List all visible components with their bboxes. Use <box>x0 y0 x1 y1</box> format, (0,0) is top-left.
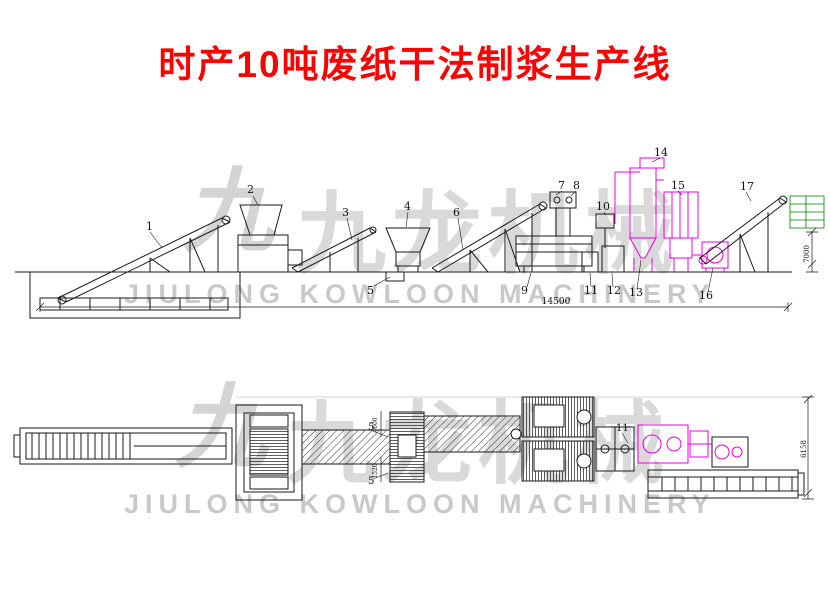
equip-label-5: 5 <box>367 284 374 297</box>
plan-output-conveyor <box>647 469 805 499</box>
equip-label-9: 9 <box>521 284 528 297</box>
equip-label-15: 15 <box>671 179 685 192</box>
plan-conveyor-a <box>301 429 391 465</box>
plan-twin-units <box>521 396 595 482</box>
plan-dim-width: 6158 <box>800 440 808 458</box>
equip-label-17: 17 <box>740 180 754 193</box>
plan-dimension-lines <box>380 394 814 500</box>
equip-label-14: 14 <box>654 146 668 159</box>
watermark-en-top: JIULONG KOWLOON MACHINERY <box>124 279 716 309</box>
plan-feed-conveyor <box>13 427 233 465</box>
equip-label-10: 10 <box>596 200 610 213</box>
inclined-conveyor-1 <box>57 215 231 305</box>
plan-conveyor-b <box>423 415 522 453</box>
equip-label-1: 1 <box>146 220 153 233</box>
watermark-cn-top: 九龙机械 <box>296 185 680 285</box>
plan-dim-a: 4600 <box>372 417 379 432</box>
equip-label-11: 11 <box>584 284 598 297</box>
plan-label-11: 11 <box>616 423 629 434</box>
plan-label-5a: 5 <box>368 422 374 433</box>
equip-label-12: 12 <box>607 284 621 297</box>
plan-shredder <box>235 404 303 501</box>
watermark-logo-top: 九 <box>182 161 275 263</box>
inclined-conveyor-6 <box>431 201 548 273</box>
dimension-lines <box>35 227 818 312</box>
equip-label-2: 2 <box>247 183 254 196</box>
watermark-en-bottom: JIULONG KOWLOON MACHINERY <box>124 489 716 519</box>
dim-total-length: 14500 <box>542 297 571 307</box>
side-elevation-view: 1 2 3 4 5 6 7 8 9 10 11 12 13 14 15 16 1… <box>15 146 825 319</box>
plan-label-5b: 5 <box>368 476 374 487</box>
leader-lines <box>149 157 752 293</box>
plan-screen-machine <box>389 411 425 483</box>
equip-label-7: 7 <box>558 179 565 192</box>
magnetic-separator-7-8 <box>549 191 577 236</box>
spec-table <box>789 195 825 229</box>
shredder-machine-2 <box>237 204 303 273</box>
page-title: 时产10吨废纸干法制浆生产线 <box>158 44 672 85</box>
equipment-labels: 1 2 3 4 5 6 7 8 9 10 11 12 13 14 15 16 1… <box>146 146 754 302</box>
equip-label-4: 4 <box>404 200 411 213</box>
cyclone-dust-system-13-16 <box>614 157 729 272</box>
dim-total-height: 7000 <box>803 245 811 263</box>
inclined-conveyor-3 <box>291 226 377 273</box>
plan-leader-lines <box>372 430 629 480</box>
plan-dim-b: 1520 <box>372 463 379 478</box>
plan-fan-box <box>711 436 749 468</box>
screen-machine-4 <box>385 227 431 282</box>
equip-label-13: 13 <box>629 286 643 299</box>
equip-label-8: 8 <box>573 179 580 192</box>
top-plan-view: 5 5 11 4600 1520 6158 <box>13 394 814 501</box>
vibrating-screen-9 <box>515 235 593 272</box>
inclined-conveyor-17 <box>699 195 788 273</box>
feeder-10-11-12 <box>581 213 625 273</box>
equip-label-16: 16 <box>699 289 713 302</box>
plan-connector-unit <box>595 426 635 472</box>
equip-label-6: 6 <box>453 206 460 219</box>
equip-label-3: 3 <box>342 206 349 219</box>
plan-dust-system <box>637 424 712 464</box>
